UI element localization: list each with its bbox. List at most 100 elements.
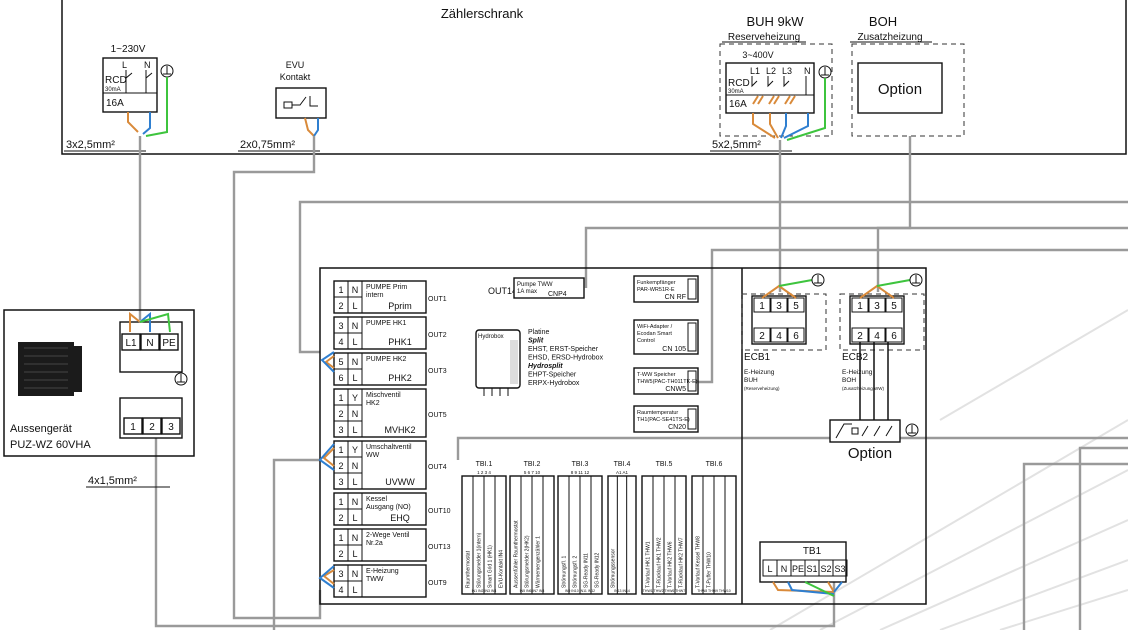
buh-subtitle: Reserveheizung xyxy=(728,32,800,43)
boh-title: BOH xyxy=(869,14,897,29)
outdoor-term1-cell xyxy=(121,333,141,351)
tbi-label: T-Puffer THW10 xyxy=(707,552,713,588)
buh-l3: L3 xyxy=(782,66,792,76)
ecb1-name: ECB1 xyxy=(744,352,771,363)
output-pin-type: N xyxy=(352,569,359,579)
output-pin-num: 4 xyxy=(338,585,343,595)
cn-box-pins xyxy=(687,408,697,430)
cn-box-line: T-WW Speicher xyxy=(637,372,676,378)
tbi-pins: 5 6 7 10 xyxy=(524,470,541,475)
output-pin-num: 3 xyxy=(338,569,343,579)
output-pin-cell xyxy=(347,580,363,598)
output-out-label: OUT3 xyxy=(428,368,447,375)
ground-icon xyxy=(909,273,923,287)
rcd1-ma: 30mA xyxy=(105,87,121,93)
cn-box-connector: CNW5 xyxy=(665,386,686,393)
output-pin-type: L xyxy=(352,549,357,559)
output-out-label: OUT5 xyxy=(428,412,447,419)
cn-box-pins xyxy=(687,322,697,352)
output-pin-cell xyxy=(347,472,363,490)
tbi-label: T-Vorlauf HK2 THW6 xyxy=(668,541,674,588)
tbi-label: SG-Ready IN12 xyxy=(595,552,601,588)
outdoor-term1-label: PE xyxy=(162,338,176,349)
tbi-block xyxy=(607,475,637,595)
tbi-name: TBI.2 xyxy=(524,461,541,468)
pump-tww-box xyxy=(513,277,585,299)
meter-cabinet-frame xyxy=(61,0,1127,155)
cn-box-line: TH1(PAC-SE41TS-E) xyxy=(637,417,690,423)
output-out-label: OUT4 xyxy=(428,464,447,471)
tbi-label: Strömungsfl. 1 xyxy=(562,556,568,588)
output-name: Umschaltventil xyxy=(366,444,412,451)
tbi-label: T-Rücklauf HK2 THW7 xyxy=(679,537,685,588)
tbi-label: Smart Grid 1 (HK1) xyxy=(488,545,494,588)
output-pin-type: L xyxy=(352,301,357,311)
ecb2-desc: BOH xyxy=(842,377,856,384)
cn-box-connector: CN RF xyxy=(665,294,686,301)
output-pin-num: 3 xyxy=(338,321,343,331)
buh-l1: L1 xyxy=(750,66,760,76)
output-out-label: OUT10 xyxy=(428,508,451,515)
output-symbol: UVWW xyxy=(385,477,415,487)
output-pin-cell xyxy=(347,332,363,350)
cn-box-line: Ecodan Smart xyxy=(637,331,672,337)
output-name: intern xyxy=(366,292,384,299)
cn-box xyxy=(633,319,699,355)
output-pin-num: 4 xyxy=(338,337,343,347)
cable-label-1: 3x2,5mm² xyxy=(66,139,115,151)
output-pin-type: N xyxy=(352,461,359,471)
buh-l2: L2 xyxy=(766,66,776,76)
output-symbol: EHQ xyxy=(390,513,410,523)
output-name: PUMPE HK2 xyxy=(366,356,407,363)
cabinet-title: Zählerschrank xyxy=(441,6,524,21)
output-pin-type: N xyxy=(352,285,359,295)
cn-box xyxy=(633,367,699,395)
output-symbol: Pprim xyxy=(388,301,412,311)
output-pin-type: L xyxy=(352,337,357,347)
output-symbol: PHK2 xyxy=(388,373,412,383)
output-out-label: OUT9 xyxy=(428,580,447,587)
tbi-label: Raumthermostat xyxy=(466,550,472,588)
output-pin-cell xyxy=(347,368,363,386)
tbi-label: Strömungssensor xyxy=(611,548,617,588)
ecb2-bottom-label: 6 xyxy=(891,331,897,342)
rcd1-label: RCD xyxy=(105,75,127,86)
output-name: 2-Wege Ventil xyxy=(366,532,410,539)
output-name: Kessel xyxy=(366,496,387,503)
platine-line: Platine xyxy=(528,329,550,336)
output-name: TWW xyxy=(366,576,384,583)
rcd1-box xyxy=(102,57,158,113)
tb1-cell-label: S2 xyxy=(820,564,831,574)
buh-amp: 16A xyxy=(729,99,747,110)
tbi-name: TBI.4 xyxy=(614,461,631,468)
tbi-foot: THW8 THW9 THW10 xyxy=(697,589,731,593)
output-pin-num: 3 xyxy=(338,425,343,435)
ecb1-bottom-label: 2 xyxy=(759,331,765,342)
platine-line: EHSD, ERSD-Hydrobox xyxy=(528,355,604,362)
supply-voltage-label: 1~230V xyxy=(111,44,146,55)
outdoor-name: Aussengerät xyxy=(10,423,72,435)
cn-box xyxy=(633,405,699,433)
tbi-label: EVU-Kontakt IN4 xyxy=(499,550,505,588)
ecb1-desc: E-Heizung xyxy=(744,369,775,376)
platine-line: Split xyxy=(528,338,544,345)
pump-tww-label: Pumpe TWW xyxy=(517,282,553,288)
tbi-pins: 1 2 3 4 xyxy=(477,470,491,475)
output-pin-type: Y xyxy=(352,393,358,403)
output-pin-num: 2 xyxy=(338,513,343,523)
tb1-cell xyxy=(832,559,848,577)
outdoor-term2-cell xyxy=(161,417,181,435)
outdoor-cable-label: 4x1,5mm² xyxy=(88,475,137,487)
outdoor-term2-cell xyxy=(142,417,162,435)
tb1-cell-label: PE xyxy=(792,564,804,574)
cnp4-label: CNP4 xyxy=(548,291,567,298)
output-pin-num: 2 xyxy=(338,409,343,419)
buh-n: N xyxy=(804,66,811,76)
buh-rcd-label: RCD xyxy=(728,78,750,89)
cn-box-connector: CN 105 xyxy=(662,346,686,353)
output-pin-num: 1 xyxy=(338,285,343,295)
